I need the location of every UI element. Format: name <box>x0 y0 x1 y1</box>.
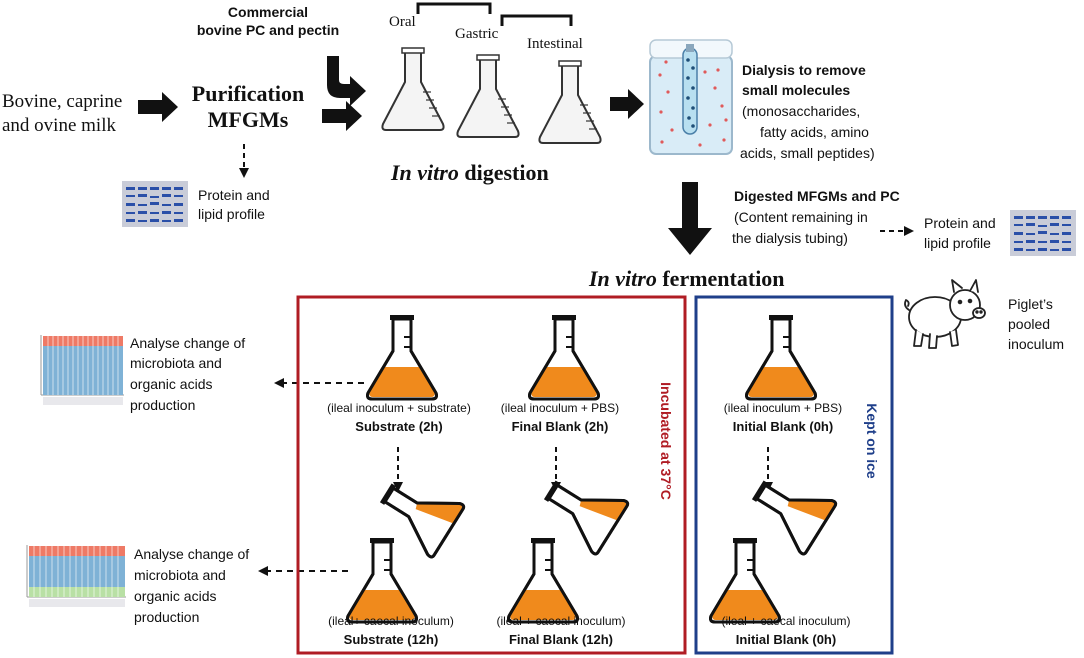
incubated-box <box>296 295 687 655</box>
final-blank-2h-content: (ileal inoculum + PBS) <box>500 401 620 415</box>
dialysis-line2: small molecules <box>742 82 851 98</box>
block-arrow-dialysis <box>610 89 644 119</box>
source-line2: and ovine milk <box>2 115 116 136</box>
substrate-12h-content: (ileal+ caecal inoculum) <box>328 614 454 628</box>
flask-initial-blank-top <box>745 313 817 401</box>
initial-blank-bottom-label: Initial Blank (0h) <box>735 632 837 647</box>
protein-gel-left <box>122 181 188 227</box>
analyse-top-line4: production <box>130 397 196 413</box>
phase-gastric: Gastric <box>455 26 499 42</box>
dialysis-beaker <box>649 39 733 155</box>
piglet-illustration <box>904 279 986 349</box>
microbiota-chart-top <box>40 335 124 405</box>
block-arrow-purification <box>322 101 362 131</box>
in-vitro-fermentation-italic: In vitro <box>589 266 657 291</box>
protein-profile-right-line2: lipid profile <box>924 235 991 251</box>
piglet-line2: pooled <box>1008 316 1051 332</box>
piglet-line1: Piglet’s <box>1008 296 1053 312</box>
flask-initial-blank-bottom <box>709 536 781 624</box>
substrate-12h-label: Substrate (12h) <box>343 632 439 647</box>
analyse-top-line3: organic acids <box>130 376 213 392</box>
protein-profile-right-line1: Protein and <box>924 215 996 231</box>
commercial-line2: bovine PC and pectin <box>196 22 340 38</box>
source-line1: Bovine, caprine <box>2 91 123 112</box>
purification-line1: Purification <box>191 81 305 106</box>
final-blank-12h-content: (ileal + caecal inoculum) <box>496 614 626 628</box>
dialysis-line3: (monosaccharides, <box>742 103 861 119</box>
in-vitro-fermentation-rest: fermentation <box>656 266 785 291</box>
incubated-label: Incubated at 37°C <box>658 382 674 500</box>
analyse-bottom-line3: organic acids <box>134 588 217 604</box>
digestion-flask-intestinal <box>538 60 602 144</box>
analyse-bottom-line1: Analyse change of <box>134 546 250 562</box>
piglet-line3: inoculum <box>1008 336 1065 352</box>
analyse-bottom-line4: production <box>134 609 200 625</box>
purification-line2: MFGMs <box>207 107 289 132</box>
digested-line1: Digested MFGMs and PC <box>734 188 900 204</box>
kept-on-ice-box <box>694 295 894 655</box>
bracket-oral-gastric <box>416 2 492 14</box>
bracket-gastric-intestinal <box>500 14 573 26</box>
substrate-2h-label: Substrate (2h) <box>355 419 443 434</box>
commercial-line1: Commercial <box>227 4 309 20</box>
phase-oral: Oral <box>389 14 416 30</box>
in-vitro-digestion-italic: In vitro <box>391 160 459 185</box>
digestion-flask-oral <box>381 47 445 131</box>
in-vitro-digestion-rest: digestion <box>458 160 549 185</box>
protein-profile-left-line2: lipid profile <box>198 206 265 222</box>
protein-profile-left-line1: Protein and <box>198 187 270 203</box>
substrate-2h-content: (ileal inoculum + substrate) <box>327 401 471 415</box>
flask-substrate-2h <box>366 313 438 401</box>
digested-line3: the dialysis tubing) <box>732 230 848 246</box>
flask-final-blank-2h <box>528 313 600 401</box>
analyse-top-line2: microbiota and <box>130 355 222 371</box>
final-blank-12h-label: Final Blank (12h) <box>508 632 614 647</box>
kept-on-ice-label: Kept on ice <box>864 403 880 479</box>
protein-gel-right <box>1010 210 1076 256</box>
dialysis-line4: fatty acids, amino <box>760 124 869 140</box>
initial-blank-top-label: Initial Blank (0h) <box>732 419 834 434</box>
dialysis-line1: Dialysis to remove <box>742 62 866 78</box>
digested-line2: (Content remaining in <box>734 209 868 225</box>
analyse-top-line1: Analyse change of <box>130 335 246 351</box>
initial-blank-top-content: (ileal inoculum + PBS) <box>723 401 843 415</box>
block-arrow-source <box>138 92 178 122</box>
digestion-flask-gastric <box>456 54 520 138</box>
flask-substrate-12h <box>346 536 418 624</box>
phase-intestinal: Intestinal <box>527 36 583 52</box>
in-vitro-fermentation-title: In vitro fermentation <box>589 266 785 291</box>
final-blank-2h-label: Final Blank (2h) <box>511 419 609 434</box>
in-vitro-digestion-title: In vitro digestion <box>391 160 549 185</box>
analyse-bottom-line2: microbiota and <box>134 567 226 583</box>
initial-blank-bottom-content: (ileal + caecal inoculum) <box>721 614 851 628</box>
block-arrow-down <box>668 182 712 255</box>
microbiota-chart-bottom <box>26 545 126 607</box>
flask-final-blank-12h <box>507 536 579 624</box>
curved-arrow-commercial <box>327 56 366 106</box>
dialysis-line5: acids, small peptides) <box>740 145 875 161</box>
